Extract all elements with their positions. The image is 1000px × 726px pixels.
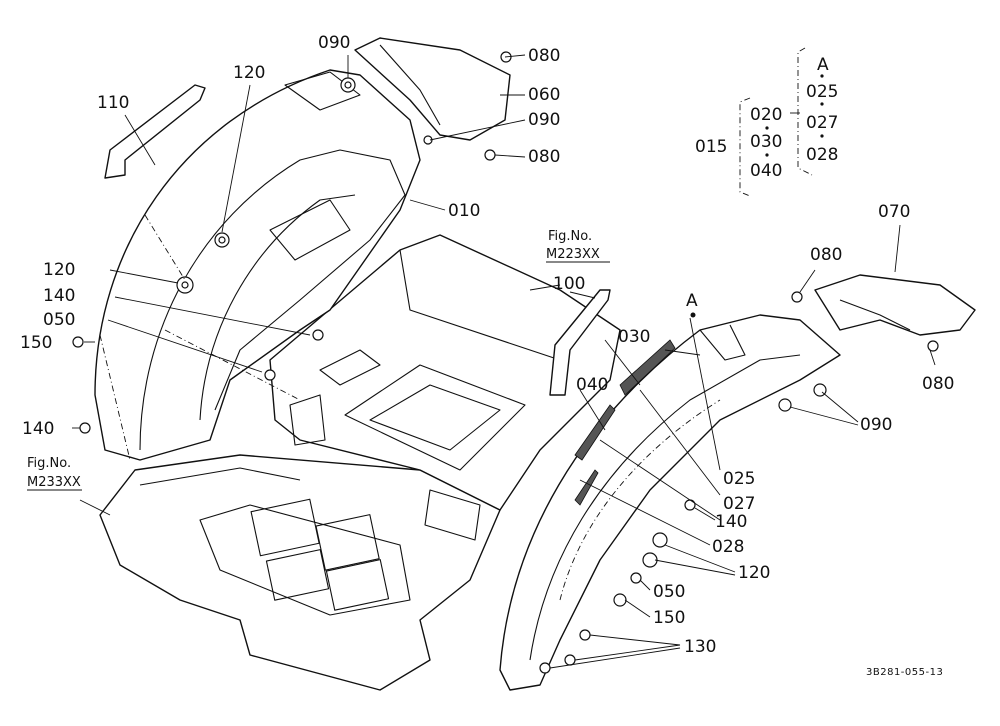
mark-a-fender: A: [686, 291, 698, 311]
left-fender: [94, 69, 421, 461]
callout-027: 027: [723, 494, 755, 514]
callout-140-left: 140: [43, 286, 75, 306]
callout-015: 015: [695, 137, 727, 157]
fasteners: [72, 51, 939, 674]
fig-ref-2-code: M233XX: [27, 475, 81, 490]
fender-pad-070: [814, 274, 976, 336]
callout-100: 100: [553, 274, 585, 294]
callout-labels: 090 120 110 080 060 090 080 010 120 140 …: [20, 33, 954, 678]
grip-100: [549, 289, 611, 396]
fig-ref-1-title: Fig.No.: [548, 229, 592, 244]
floor-plate: [99, 454, 501, 691]
fender-pad-060: [354, 37, 511, 141]
callout-050-left: 050: [43, 310, 75, 330]
callout-025: 025: [723, 469, 755, 489]
mark-a-group: A: [817, 55, 829, 75]
callout-060: 060: [528, 85, 560, 105]
callout-090-c: 090: [860, 415, 892, 435]
callout-050-right: 050: [653, 582, 685, 602]
drawing-number: 3B281-055-13: [866, 667, 943, 678]
callout-080-c: 080: [810, 245, 842, 265]
callout-080-d: 080: [922, 374, 954, 394]
callout-030-group: 030: [750, 132, 782, 152]
callout-030: 030: [618, 327, 650, 347]
callout-090-b: 090: [528, 110, 560, 130]
callout-080-a: 080: [528, 46, 560, 66]
callout-028: 028: [712, 537, 744, 557]
callout-010: 010: [448, 201, 480, 221]
right-fender: [499, 314, 841, 691]
callout-028-group: 028: [806, 145, 838, 165]
callout-070: 070: [878, 202, 910, 222]
callout-040: 040: [576, 375, 608, 395]
callout-080-b: 080: [528, 147, 560, 167]
callout-110: 110: [97, 93, 129, 113]
grip-110: [104, 84, 206, 179]
callout-120-top: 120: [233, 63, 265, 83]
fig-ref-2-title: Fig.No.: [27, 456, 71, 471]
callout-025-group: 025: [806, 82, 838, 102]
callout-027-group: 027: [806, 113, 838, 133]
leader-lines: [72, 47, 936, 669]
callout-090-top: 090: [318, 33, 350, 53]
center-frame: [269, 234, 621, 541]
callout-040-group: 040: [750, 161, 782, 181]
liner-strips: [574, 339, 676, 506]
fig-ref-1-code: M223XX: [546, 247, 600, 262]
callout-020: 020: [750, 105, 782, 125]
callout-140-right: 140: [715, 512, 747, 532]
callout-120-left: 120: [43, 260, 75, 280]
callout-130: 130: [684, 637, 716, 657]
callout-140-bottom: 140: [22, 419, 54, 439]
callout-150-left: 150: [20, 333, 52, 353]
callout-120-right: 120: [738, 563, 770, 583]
callout-150-right: 150: [653, 608, 685, 628]
